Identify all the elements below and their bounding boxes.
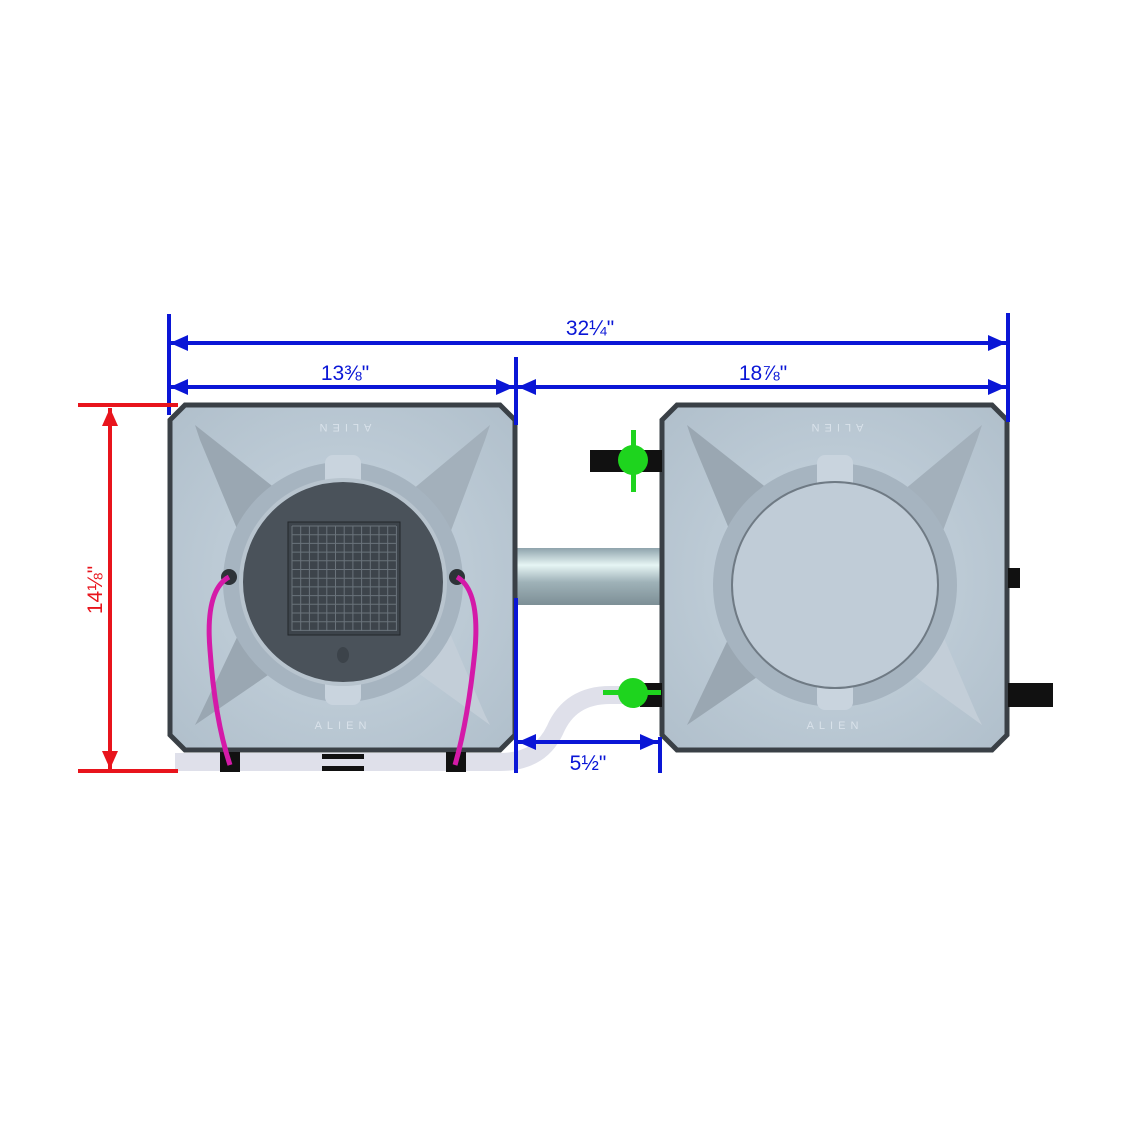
left-tank: ALIEN ALIEN [167,402,518,753]
brand-logo-bottom: ALIEN [315,720,372,732]
hose-clip [322,754,364,759]
overall-width-label: 32¼" [566,317,614,340]
right-width-label: 18⅞" [739,362,787,385]
reservoir-lid [731,481,939,689]
connecting-pipe [512,548,667,605]
depth-label: 14⅛" [84,566,107,614]
left-width-label: 13⅜" [321,362,369,385]
hose-clip [322,766,364,771]
side-fitting [1008,568,1020,588]
valve-bottom [603,678,662,708]
right-tank: ALIEN ALIEN [659,402,1053,753]
brand-logo-bottom: ALIEN [807,720,864,732]
outlet-fitting [1008,683,1053,707]
valve-top [590,430,662,492]
air-line-right [452,574,479,766]
brand-logo-top: ALIEN [807,421,864,433]
brand-logo-top: ALIEN [315,421,372,433]
gap-label: 5½" [570,752,607,775]
air-line-left [206,574,233,766]
